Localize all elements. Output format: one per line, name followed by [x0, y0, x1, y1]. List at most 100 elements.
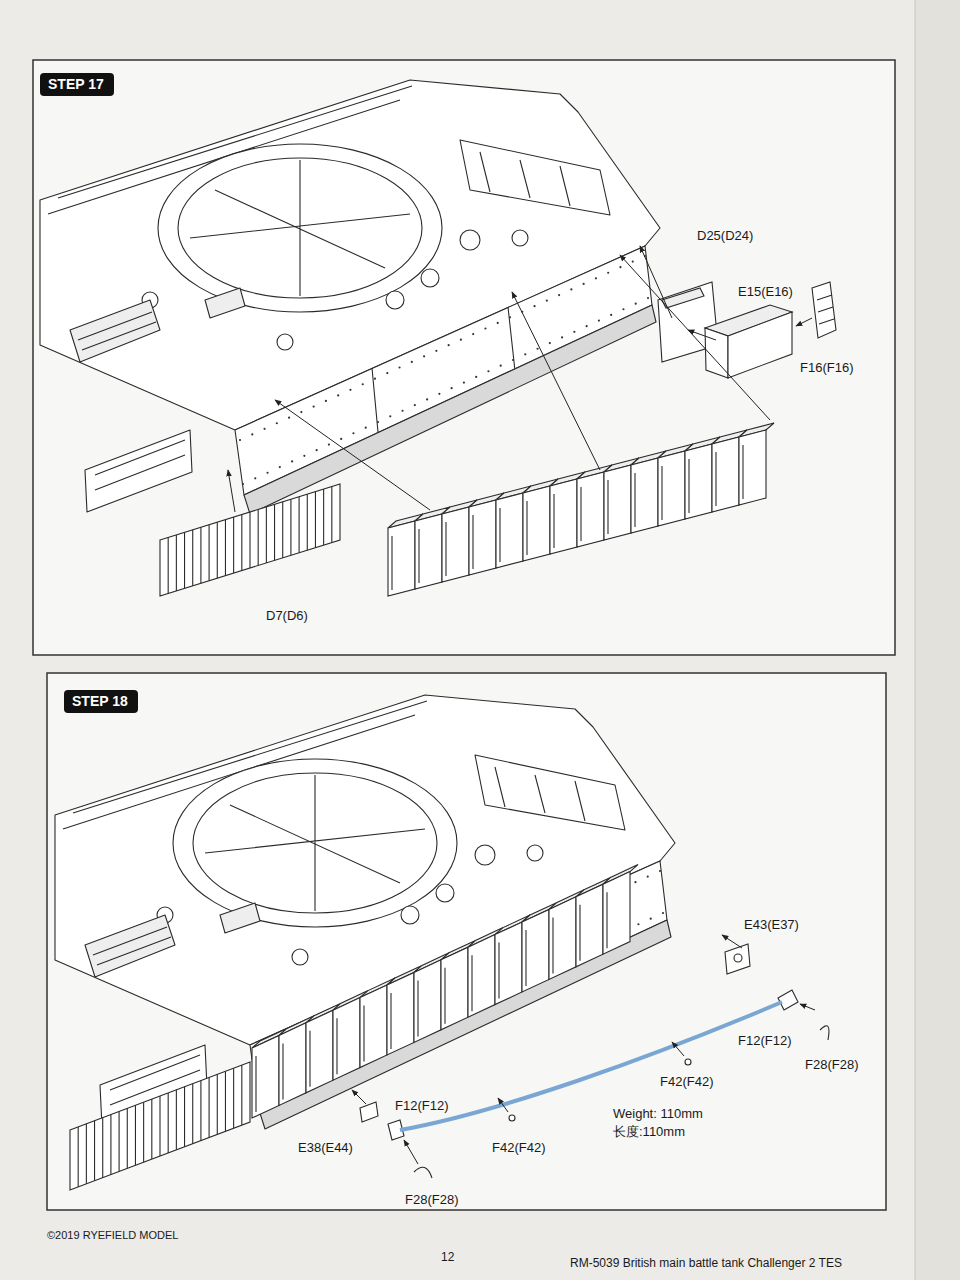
rivet: [303, 455, 305, 457]
tow-cable: [400, 1002, 782, 1130]
grille-bar: [200, 1081, 201, 1141]
kit-title: RM-5039 British main battle tank Challen…: [570, 1256, 842, 1271]
rivet: [632, 260, 634, 262]
grille-bar: [282, 502, 283, 558]
part-number: D25(D24): [697, 228, 753, 244]
rivet: [398, 366, 400, 368]
rivet: [472, 333, 474, 335]
rivet: [328, 443, 330, 445]
rivet: [313, 405, 315, 407]
grille-bar: [209, 525, 210, 581]
page-number: 12: [441, 1250, 454, 1265]
leader-arrows: [228, 246, 812, 512]
grille-bar: [331, 487, 332, 543]
grille-bar: [192, 530, 193, 586]
grille-bar: [176, 1090, 177, 1150]
grille-bar: [307, 494, 308, 550]
rivet: [586, 325, 588, 327]
rivet: [438, 393, 440, 395]
rivet: [647, 875, 649, 877]
grille-bar: [290, 499, 291, 555]
rivet: [561, 336, 563, 338]
grille-bar: [233, 517, 234, 573]
rivet: [573, 331, 575, 333]
grille-bar: [184, 1087, 185, 1147]
part-number: F42(F42): [660, 1074, 713, 1090]
rivet: [340, 438, 342, 440]
rivet: [500, 365, 502, 367]
rivet: [610, 314, 612, 316]
rivet: [634, 881, 636, 883]
rivet: [650, 918, 652, 920]
rivet: [497, 322, 499, 324]
rivet: [460, 339, 462, 341]
rivet: [463, 381, 465, 383]
rivet: [533, 305, 535, 307]
grille-bar: [119, 1111, 120, 1171]
part-number: F12(F12): [395, 1098, 448, 1114]
part-number: D7(D6): [266, 608, 308, 624]
rivet: [619, 266, 621, 268]
rivet: [487, 370, 489, 372]
grille-bar: [102, 1118, 103, 1178]
rivet: [475, 376, 477, 378]
grille-bar: [143, 1102, 144, 1162]
part-number: F16(F16): [800, 360, 853, 376]
rivet: [389, 415, 391, 417]
grille-bar: [192, 1084, 193, 1144]
grille-bar: [159, 1096, 160, 1156]
part-number: E43(E37): [744, 917, 799, 933]
rivet: [558, 294, 560, 296]
rivet: [374, 378, 376, 380]
rivet: [536, 348, 538, 350]
rivet: [254, 477, 256, 479]
rivet: [401, 410, 403, 412]
grille-bar: [225, 1071, 226, 1131]
grille-bar: [184, 532, 185, 588]
part-drawings: [160, 282, 836, 596]
rivet: [266, 472, 268, 474]
step-frame: [33, 60, 895, 655]
rivet: [288, 417, 290, 419]
rivet: [509, 316, 511, 318]
rivet: [570, 288, 572, 290]
rivet: [239, 439, 241, 441]
grille-bar: [225, 520, 226, 576]
hull-drawing: [55, 695, 675, 1129]
rivet: [349, 389, 351, 391]
rivet: [426, 398, 428, 400]
rivet: [549, 342, 551, 344]
part-number: F28(F28): [805, 1057, 858, 1073]
rivet: [451, 387, 453, 389]
grille-bar: [86, 1124, 87, 1184]
rivet: [448, 344, 450, 346]
rivet: [595, 277, 597, 279]
grille: [70, 1062, 250, 1190]
rivet: [659, 870, 661, 872]
rivet: [279, 466, 281, 468]
step-badge: STEP 18: [64, 690, 138, 713]
armour-block: [739, 423, 774, 505]
grille-bar: [135, 1105, 136, 1165]
step-frame: [47, 673, 886, 1210]
rivet: [352, 432, 354, 434]
rivet: [362, 383, 364, 385]
rivet: [411, 361, 413, 363]
leader-arrows: [352, 935, 815, 1164]
rivet: [291, 460, 293, 462]
rivet: [316, 449, 318, 451]
part-number: F28(F28): [405, 1192, 458, 1208]
rivet: [337, 394, 339, 396]
rivet: [484, 327, 486, 329]
rivet: [607, 272, 609, 274]
grille-bar: [274, 504, 275, 560]
rivets: [254, 870, 664, 1100]
rivet: [423, 355, 425, 357]
part-number: E15(E16): [738, 284, 793, 300]
grille-bar: [168, 537, 169, 593]
grille-bar: [209, 1077, 210, 1137]
grille-bar: [249, 512, 250, 568]
grille: [160, 484, 340, 596]
